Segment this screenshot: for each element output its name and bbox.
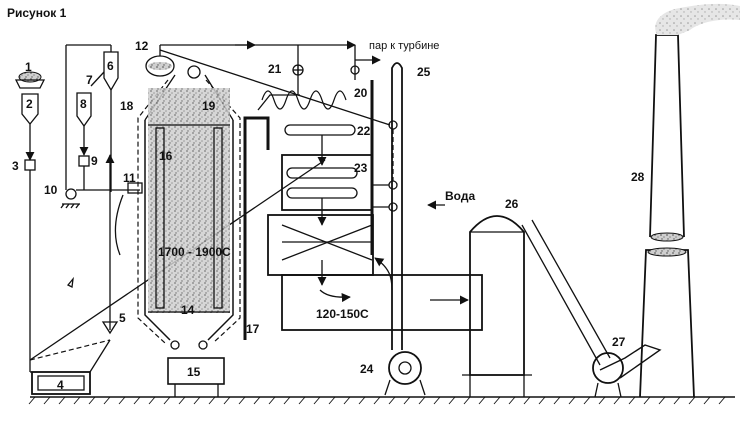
- draft-fan-24: [384, 351, 426, 396]
- label-17: 17: [246, 322, 260, 336]
- label-26: 26: [505, 197, 519, 211]
- label-23: 23: [354, 161, 368, 175]
- mill-to-separator-line: [89, 339, 111, 373]
- exhaust-temperature: 120-150С: [316, 307, 369, 321]
- label-6: 6: [107, 59, 114, 73]
- label-21: 21: [268, 62, 282, 76]
- label-3: 3: [12, 159, 19, 173]
- label-9: 9: [91, 154, 98, 168]
- convective-shaft: 120-150С: [243, 90, 483, 340]
- burner-return-curve: [114, 194, 124, 256]
- cyclone-6: [103, 51, 119, 192]
- separator-5: [101, 321, 119, 335]
- label-2: 2: [26, 97, 33, 111]
- label-19: 19: [202, 99, 216, 113]
- ash-removal-15: [167, 357, 225, 385]
- label-1: 1: [25, 60, 32, 74]
- chimney-28: [639, 3, 740, 398]
- valve-21: [292, 45, 360, 95]
- burner-11: [127, 182, 143, 194]
- label-7: 7: [86, 73, 93, 87]
- label-22: 22: [357, 124, 371, 138]
- steam-to-turbine-label: пар к турбине: [369, 40, 439, 52]
- label-18: 18: [120, 99, 134, 113]
- furnace-temperature: 1700 - 1900С: [158, 245, 231, 259]
- label-10: 10: [44, 183, 58, 197]
- label-28: 28: [631, 170, 645, 184]
- mill-fan-10: [60, 188, 80, 209]
- component-labels: 1 2 3 4 5 6 7 8 9 10 11 12 14 15 16 17 1…: [12, 39, 645, 392]
- water-label: Вода: [445, 189, 475, 203]
- scrubber-26: [462, 215, 532, 397]
- label-27: 27: [612, 335, 626, 349]
- drum-diagonal-line: [159, 49, 391, 126]
- label-24: 24: [360, 362, 374, 376]
- flue-duct-25: [374, 62, 403, 350]
- header-circle: [388, 120, 398, 130]
- furnace: 1700 - 1900С: [137, 74, 241, 350]
- label-11: 11: [123, 171, 136, 185]
- raw-coal-bunker-2: [21, 93, 39, 161]
- ground-line: [28, 396, 735, 405]
- header-circle: [388, 202, 398, 212]
- label-25: 25: [417, 65, 431, 79]
- label-14: 14: [181, 303, 195, 317]
- cyclone-to-bunker: [90, 71, 105, 87]
- coal-mill-4: [30, 371, 91, 395]
- label-4: 4: [57, 378, 64, 392]
- header-circle: [388, 180, 398, 190]
- label-15: 15: [187, 365, 201, 379]
- coal-wagon-1: [14, 71, 46, 89]
- label-5: 5: [119, 311, 126, 325]
- boiler-drum-12: [145, 45, 201, 79]
- exhaust-fan-27: [521, 219, 662, 398]
- feeder-3: [24, 159, 36, 171]
- label-8: 8: [80, 97, 87, 111]
- label-20: 20: [354, 86, 368, 100]
- figure-title: Рисунок 1: [7, 6, 67, 20]
- dust-feeder-9: [78, 155, 90, 167]
- dust-bunker-8: [76, 92, 92, 156]
- label-16: 16: [159, 149, 173, 163]
- label-12: 12: [135, 39, 149, 53]
